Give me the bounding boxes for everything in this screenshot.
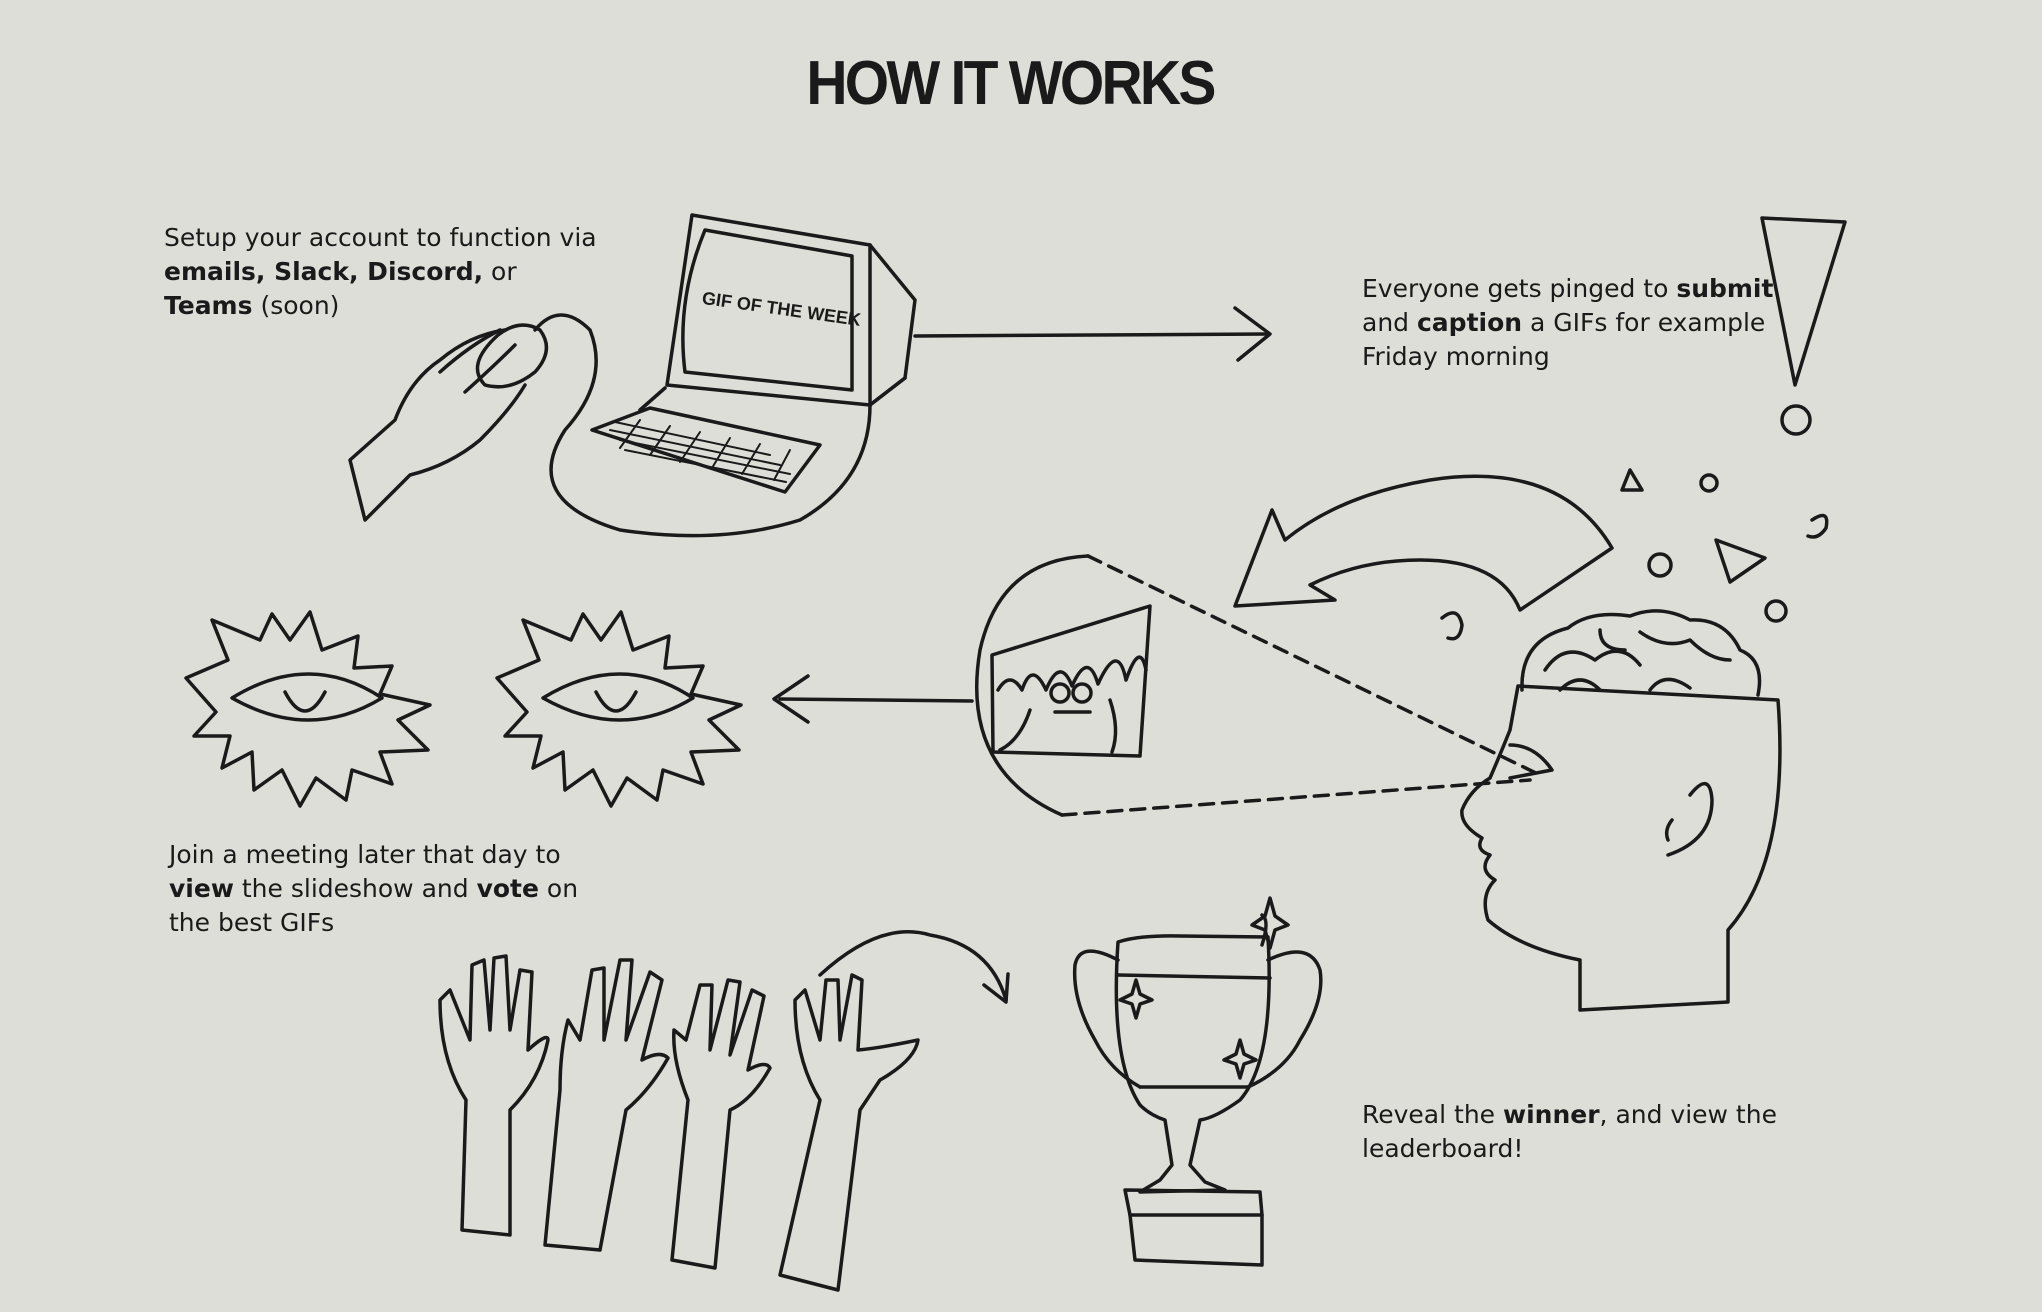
step-reveal-text: Reveal the winner, and view the leaderbo… [1362, 1098, 1782, 1166]
floating-shapes [1440, 468, 1829, 641]
body-text: Setup your account to function via [164, 223, 597, 252]
gif-card [990, 604, 1152, 758]
body-text: on the best GIFs [169, 874, 579, 937]
vision-beam [975, 554, 1542, 817]
emphasis-text: vote [476, 874, 539, 903]
body-text: Everyone gets pinged to [1362, 274, 1677, 303]
emphasis-text: Teams [164, 291, 253, 320]
body-text: , and view the leaderboard! [1362, 1100, 1777, 1163]
keyboard-keys [609, 419, 791, 483]
emphasis-text: submit [1676, 274, 1774, 303]
eye-icon [184, 610, 432, 808]
body-text: or [483, 257, 517, 286]
curved-arrow-icon [1233, 474, 1614, 612]
trophy-illustration [1072, 896, 1323, 1267]
step-submit-text: Everyone gets pinged to submit and capti… [1362, 272, 1782, 374]
eye-icon [495, 610, 743, 808]
emphasis-text: caption [1416, 308, 1523, 337]
head-illustration [1460, 609, 1782, 1012]
arrow-right-icon [913, 306, 1272, 362]
body-text: Reveal the [1362, 1100, 1503, 1129]
step-setup-text: Setup your account to function via email… [164, 221, 604, 323]
emphasis-text: winner [1503, 1100, 1600, 1129]
computer-illustration [348, 213, 917, 538]
raised-hands-illustration [438, 954, 920, 1292]
page-title: HOW IT WORKS [806, 49, 1216, 118]
body-text: a GIFs for example Friday morning [1362, 308, 1766, 371]
body-text: the slideshow and [233, 874, 477, 903]
body-text: and [1362, 308, 1417, 337]
exclamation-icon [1760, 216, 1847, 436]
step-vote-text: Join a meeting later that day to view th… [169, 838, 589, 940]
body-text: Join a meeting later that day to [169, 840, 561, 869]
emphasis-text: emails, Slack, Discord, [164, 257, 484, 286]
curved-arrow-icon [818, 930, 1010, 1004]
screen-label: GIF OF THE WEEK [701, 288, 862, 330]
emphasis-text: view [169, 874, 234, 903]
body-text: (soon) [252, 291, 340, 320]
arrow-left-icon [772, 674, 974, 724]
